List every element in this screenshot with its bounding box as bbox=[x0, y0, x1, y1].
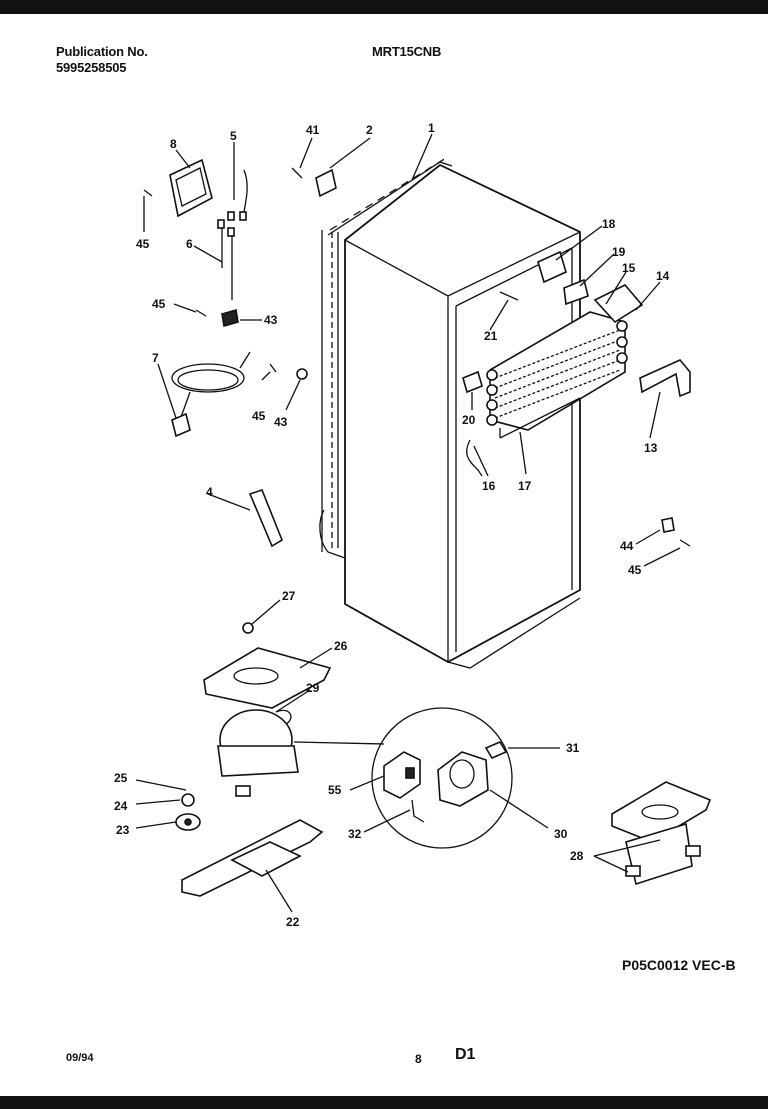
evaporator-coil bbox=[486, 311, 628, 439]
callout-44: 44 bbox=[620, 539, 634, 553]
callout-1: 1 bbox=[428, 121, 435, 135]
callout-43-lower: 43 bbox=[274, 415, 288, 429]
callout-55: 55 bbox=[328, 783, 342, 797]
diagram-reference-code: P05C0012 VEC-B bbox=[622, 957, 736, 973]
callout-26: 26 bbox=[334, 639, 348, 653]
footer-date: 09/94 bbox=[66, 1052, 94, 1064]
callout-31: 31 bbox=[566, 741, 580, 755]
wiring-harness-5 bbox=[227, 150, 248, 221]
terminal-cover bbox=[169, 158, 213, 218]
leader-lines bbox=[135, 133, 681, 913]
callout-13: 13 bbox=[644, 441, 658, 455]
top-border-bar bbox=[0, 0, 768, 14]
drain-trough-clip bbox=[462, 370, 483, 394]
screw-21 bbox=[499, 291, 519, 301]
callout-24: 24 bbox=[114, 799, 128, 813]
grommet-43 bbox=[296, 368, 308, 380]
compressor bbox=[217, 709, 299, 797]
grommet-27 bbox=[242, 622, 254, 634]
callout-45-low: 45 bbox=[252, 409, 266, 423]
callout-4: 4 bbox=[206, 485, 213, 499]
wiring-harness-6 bbox=[217, 219, 239, 328]
grommet-24 bbox=[181, 793, 195, 807]
screw-45-mid bbox=[195, 309, 207, 317]
relay-detail-circle bbox=[371, 707, 513, 849]
callout-29: 29 bbox=[306, 681, 320, 695]
bottom-border-bar bbox=[0, 1096, 768, 1109]
callout-17: 17 bbox=[518, 479, 532, 493]
callout-7: 7 bbox=[152, 351, 159, 365]
footer-page-number: 8 bbox=[415, 1052, 422, 1066]
callout-16: 16 bbox=[482, 479, 496, 493]
publication-number: 5995258505 bbox=[56, 60, 127, 75]
callout-8: 8 bbox=[170, 137, 177, 151]
callout-41: 41 bbox=[306, 123, 320, 137]
screw-45-right bbox=[679, 539, 691, 547]
callout-18: 18 bbox=[602, 217, 616, 231]
callout-45-mid: 45 bbox=[152, 297, 166, 311]
callout-28: 28 bbox=[570, 849, 584, 863]
callout-6: 6 bbox=[186, 237, 193, 251]
callout-19: 19 bbox=[612, 245, 626, 259]
defrost-heater bbox=[639, 359, 691, 398]
compressor-assembly bbox=[611, 781, 712, 886]
screw-45-low bbox=[269, 363, 277, 373]
clip-44 bbox=[661, 517, 675, 533]
condenser-coil bbox=[319, 157, 453, 559]
condenser-bracket bbox=[248, 489, 283, 548]
callout-5: 5 bbox=[230, 129, 237, 143]
footer-section: D1 bbox=[455, 1046, 476, 1063]
model-number: MRT15CNB bbox=[372, 44, 442, 59]
mounting-bracket-2 bbox=[315, 168, 337, 198]
callout-21: 21 bbox=[484, 329, 498, 343]
callout-27: 27 bbox=[282, 589, 296, 603]
refrigerator-cabinet bbox=[344, 163, 581, 669]
callout-45-top: 45 bbox=[136, 237, 150, 251]
evaporator-clamp bbox=[563, 278, 589, 306]
drain-pan bbox=[203, 647, 332, 709]
callout-30: 30 bbox=[554, 827, 568, 841]
compressor-base-plate bbox=[181, 819, 324, 897]
callout-22: 22 bbox=[286, 915, 300, 929]
drain-tube bbox=[466, 439, 483, 477]
callout-14: 14 bbox=[656, 269, 670, 283]
callout-20: 20 bbox=[462, 413, 476, 427]
detail-leader bbox=[293, 741, 385, 745]
publication-label: Publication No. bbox=[56, 44, 148, 59]
callout-45-right: 45 bbox=[628, 563, 642, 577]
callout-2: 2 bbox=[366, 123, 373, 137]
callout-43-upper: 43 bbox=[264, 313, 278, 327]
callout-25: 25 bbox=[114, 771, 128, 785]
power-cord bbox=[171, 351, 251, 438]
callout-32: 32 bbox=[348, 827, 362, 841]
thermostat-clip bbox=[537, 250, 567, 284]
callout-15: 15 bbox=[622, 261, 636, 275]
screw-45-top bbox=[143, 189, 153, 197]
screw-41 bbox=[291, 167, 303, 179]
callout-23: 23 bbox=[116, 823, 130, 837]
